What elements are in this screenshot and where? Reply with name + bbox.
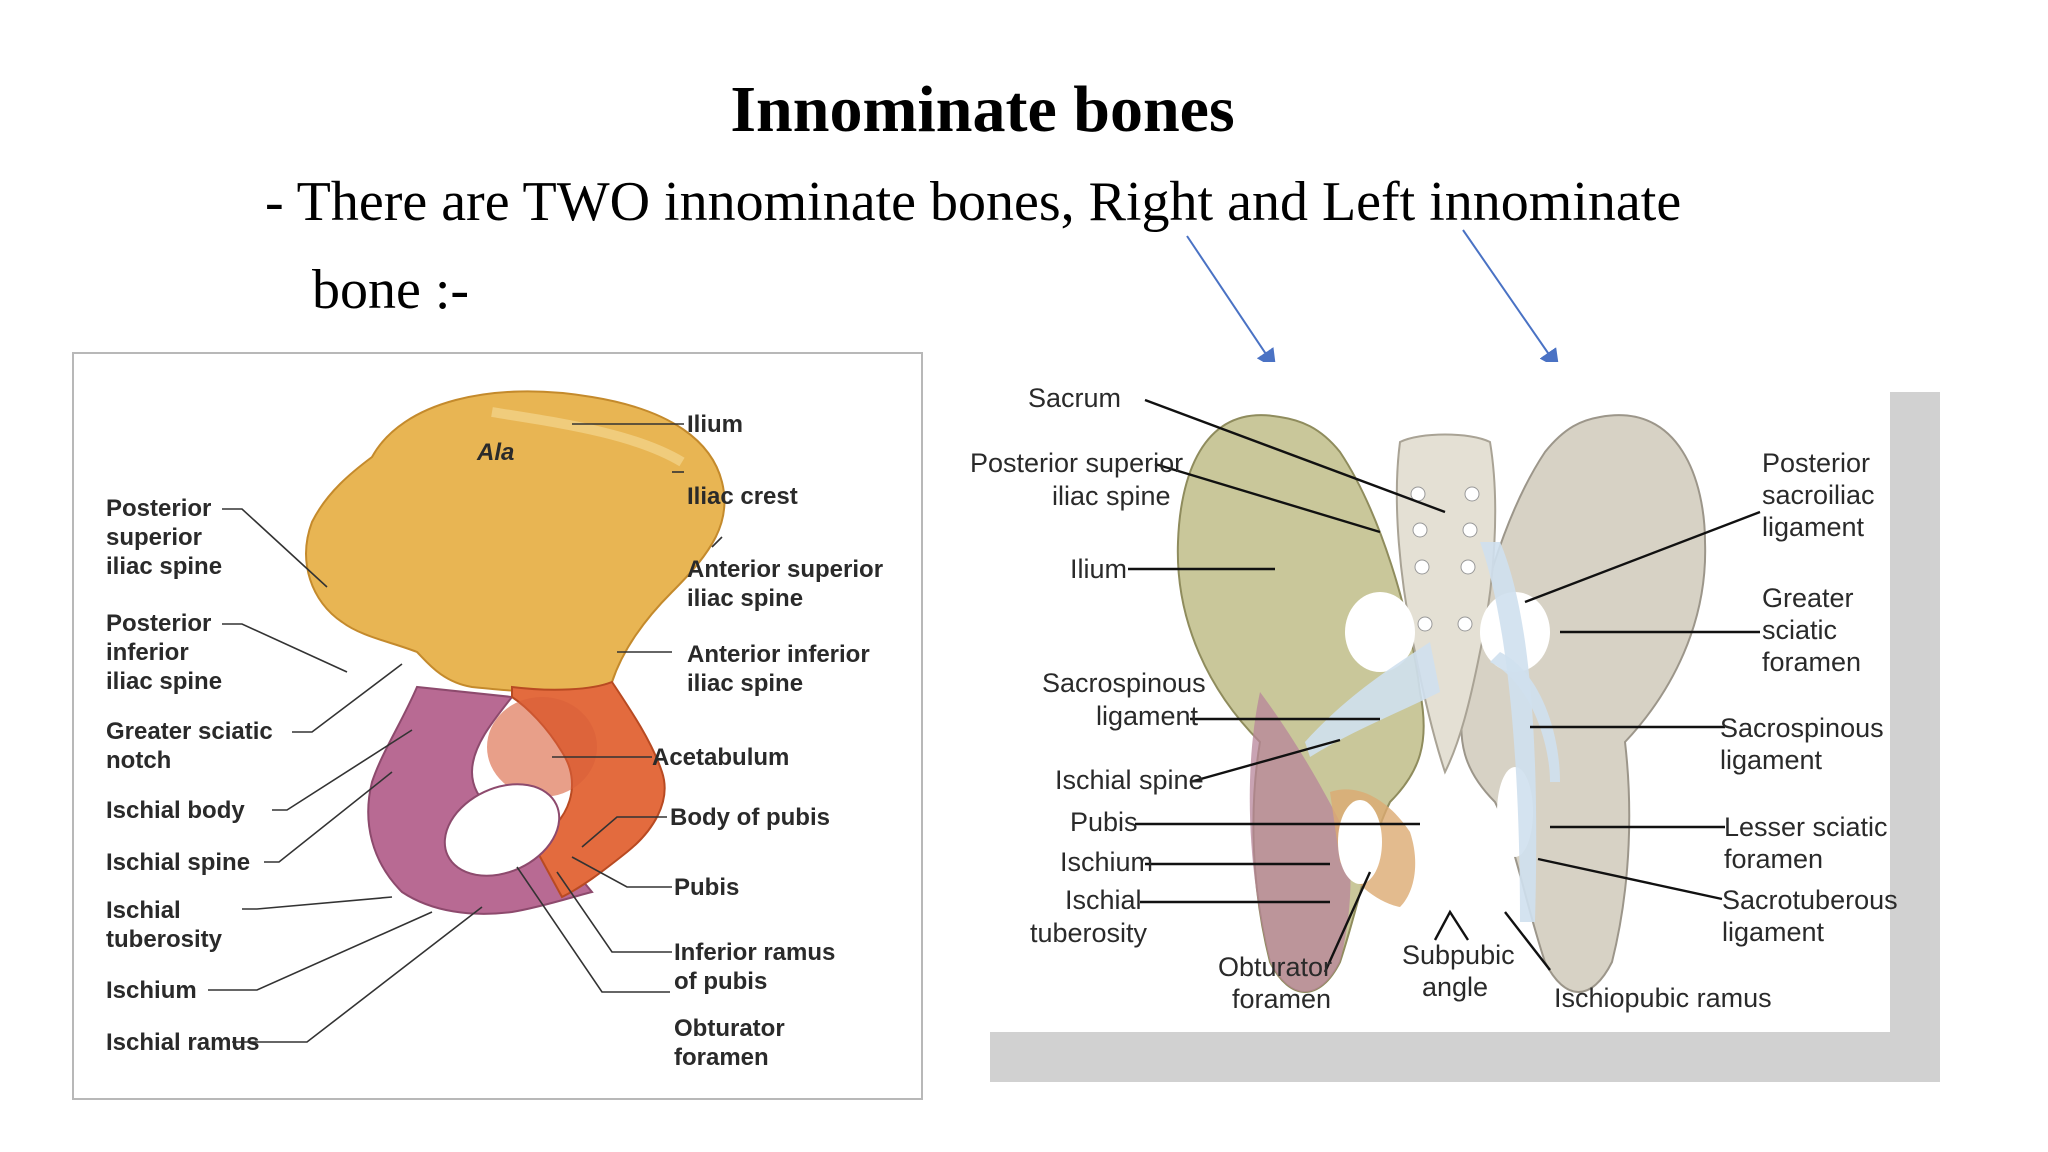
label-psis-line1: Posterior superior bbox=[970, 448, 1183, 478]
lateral-hip-bone-figure: Ala Ilium Iliac crest Anterior superior … bbox=[72, 352, 923, 1100]
label-ischial-tuberosity-line2: tuberosity bbox=[106, 926, 223, 953]
label-sacrospinous-line2: ligament bbox=[1096, 701, 1199, 731]
label-aiis-line1: Anterior inferior bbox=[687, 641, 870, 668]
arrow-right-bone bbox=[1186, 235, 1277, 370]
label-ala: Ala bbox=[476, 439, 514, 466]
label-ischial-tuberosity-line2: tuberosity bbox=[1030, 918, 1148, 948]
slide-title: Innominate bones bbox=[730, 73, 1235, 146]
label-iliac-crest: Iliac crest bbox=[687, 483, 798, 510]
label-obturator-line2: foramen bbox=[1232, 984, 1331, 1014]
label-ssl-right-line2: ligament bbox=[1720, 745, 1823, 775]
obturator-foramen-hole bbox=[443, 783, 561, 877]
label-inferior-ramus-line1: Inferior ramus bbox=[674, 939, 835, 966]
label-gsf-line3: foramen bbox=[1762, 647, 1861, 677]
label-psis-line1: Posterior bbox=[106, 495, 211, 522]
label-ilium: Ilium bbox=[1070, 554, 1127, 584]
label-subpubic-line1: Subpubic bbox=[1402, 940, 1515, 970]
bullet-text-line1: - There are TWO innominate bones, Right … bbox=[265, 171, 1682, 233]
lateral-hip-bone-diagram: Ala Ilium Iliac crest Anterior superior … bbox=[72, 352, 923, 1100]
posterior-pelvis-figure: Sacrum Posterior superior iliac spine Il… bbox=[960, 362, 1940, 1082]
label-greater-sciatic-notch-line1: Greater sciatic bbox=[106, 718, 273, 745]
label-asis-line1: Anterior superior bbox=[687, 556, 883, 583]
label-stl-line1: Sacrotuberous bbox=[1722, 885, 1898, 915]
label-gsf-line2: sciatic bbox=[1762, 615, 1837, 645]
label-ischial-tuberosity-line1: Ischial bbox=[1065, 885, 1142, 915]
label-greater-sciatic-notch-line2: notch bbox=[106, 747, 171, 774]
acetabulum-socket bbox=[487, 697, 597, 797]
ischium-region-shape bbox=[1249, 692, 1351, 992]
label-sacrum: Sacrum bbox=[1028, 383, 1121, 413]
label-ischial-spine: Ischial spine bbox=[106, 849, 250, 876]
label-asis-line2: iliac spine bbox=[687, 585, 803, 612]
label-obturator-foramen-line1: Obturator bbox=[674, 1015, 785, 1042]
label-psis-line2: iliac spine bbox=[1052, 481, 1171, 511]
label-lsf-line1: Lesser sciatic bbox=[1724, 812, 1888, 842]
label-ischial-tuberosity-line1: Ischial bbox=[106, 897, 181, 924]
label-stl-line2: ligament bbox=[1722, 917, 1825, 947]
label-obturator-foramen-line2: foramen bbox=[674, 1044, 769, 1071]
label-ischial-body: Ischial body bbox=[106, 797, 245, 824]
label-psl-line2: sacroiliac bbox=[1762, 480, 1875, 510]
label-ischiopubic-ramus: Ischiopubic ramus bbox=[1554, 983, 1772, 1013]
sacrotuberous-ligament-shape bbox=[1480, 542, 1537, 922]
label-psl-line1: Posterior bbox=[1762, 448, 1870, 478]
label-ischium: Ischium bbox=[1060, 847, 1153, 877]
greater-sciatic-foramen-right bbox=[1345, 592, 1415, 672]
label-ssl-right-line1: Sacrospinous bbox=[1720, 713, 1884, 743]
bullet-text-line2: bone :- bbox=[312, 259, 470, 321]
label-piis-line3: iliac spine bbox=[106, 668, 222, 695]
label-psis-line2: superior bbox=[106, 524, 202, 551]
label-pubis: Pubis bbox=[1070, 807, 1138, 837]
label-aiis-line2: iliac spine bbox=[687, 670, 803, 697]
label-ischial-ramus: Ischial ramus bbox=[106, 1029, 259, 1056]
sacrospinous-ligament-shape bbox=[1305, 642, 1440, 757]
label-ilium: Ilium bbox=[687, 411, 743, 438]
label-piis-line2: inferior bbox=[106, 639, 189, 666]
label-gsf-line1: Greater bbox=[1762, 583, 1854, 613]
label-body-of-pubis: Body of pubis bbox=[670, 804, 830, 831]
label-lsf-line2: foramen bbox=[1724, 844, 1823, 874]
label-sacrospinous-line1: Sacrospinous bbox=[1042, 668, 1206, 698]
label-obturator-line1: Obturator bbox=[1218, 952, 1332, 982]
label-piis-line1: Posterior bbox=[106, 610, 211, 637]
label-ischial-spine: Ischial spine bbox=[1055, 765, 1204, 795]
sacrum-shape bbox=[1395, 433, 1497, 775]
label-inferior-ramus-line2: of pubis bbox=[674, 968, 767, 995]
label-acetabulum: Acetabulum bbox=[652, 744, 789, 771]
arrow-left-bone bbox=[1462, 229, 1560, 370]
label-pubis: Pubis bbox=[674, 874, 739, 901]
label-subpubic-line2: angle bbox=[1422, 972, 1488, 1002]
posterior-pelvis-diagram: Sacrum Posterior superior iliac spine Il… bbox=[960, 362, 1940, 1082]
obturator-foramen-shape bbox=[1338, 800, 1382, 884]
label-psl-line3: ligament bbox=[1762, 512, 1865, 542]
label-psis-line3: iliac spine bbox=[106, 553, 222, 580]
label-ischium: Ischium bbox=[106, 977, 197, 1004]
